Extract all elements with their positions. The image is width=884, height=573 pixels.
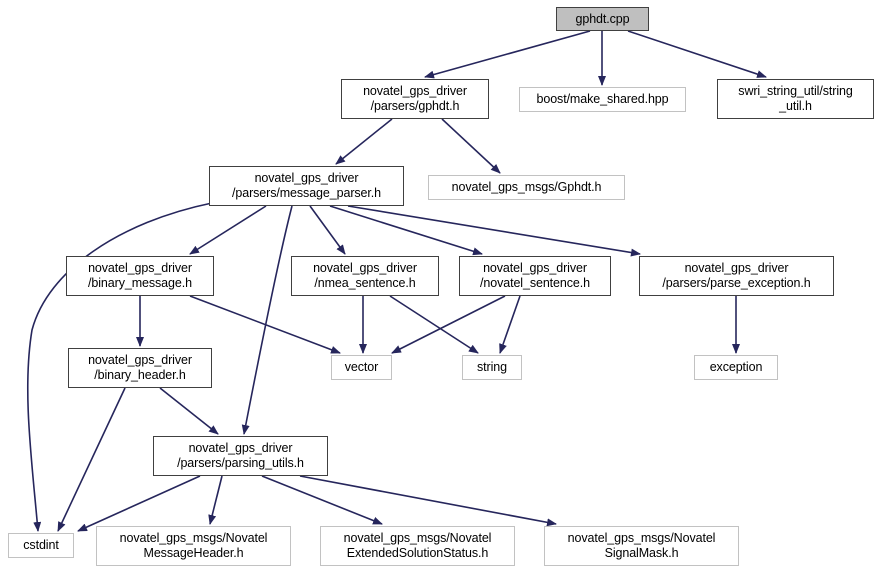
- graph-edge-binary_header-to-cstdint: [57, 387, 126, 532]
- graph-edge-message_parser-to-parsing_utils: [241, 205, 293, 435]
- graph-node-signal_mask[interactable]: novatel_gps_msgs/Novatel SignalMask.h: [544, 526, 739, 566]
- graph-node-label: novatel_gps_driver /parsers/parse_except…: [662, 261, 811, 290]
- graph-node-vector[interactable]: vector: [331, 355, 392, 380]
- graph-node-label: novatel_gps_driver /novatel_sentence.h: [480, 261, 590, 290]
- graph-node-swri_string_util[interactable]: swri_string_util/string _util.h: [717, 79, 874, 119]
- graph-node-label: novatel_gps_msgs/Novatel SignalMask.h: [567, 531, 716, 560]
- graph-node-label: novatel_gps_msgs/Gphdt.h: [451, 180, 602, 194]
- graph-node-binary_message[interactable]: novatel_gps_driver /binary_message.h: [66, 256, 214, 296]
- graph-node-exception[interactable]: exception: [694, 355, 778, 380]
- graph-node-label: novatel_gps_driver /parsers/gphdt.h: [363, 84, 467, 113]
- graph-edge-message_parser-to-nmea_sentence: [309, 205, 346, 255]
- graph-node-label: novatel_gps_msgs/Novatel ExtendedSolutio…: [343, 531, 492, 560]
- graph-node-message_parser[interactable]: novatel_gps_driver /parsers/message_pars…: [209, 166, 404, 206]
- graph-node-label: novatel_gps_driver /nmea_sentence.h: [313, 261, 417, 290]
- graph-edge-parsing_utils-to-msg_header: [208, 475, 223, 525]
- graph-node-binary_header[interactable]: novatel_gps_driver /binary_header.h: [68, 348, 212, 388]
- graph-edge-parsing_utils-to-ext_solution: [261, 475, 383, 525]
- graph-node-label: novatel_gps_driver /binary_header.h: [88, 353, 192, 382]
- graph-node-label: cstdint: [23, 538, 59, 552]
- graph-node-label: novatel_gps_driver /binary_message.h: [88, 261, 192, 290]
- graph-edge-gphdt_cpp-to-swri_string_util: [627, 30, 767, 78]
- graph-edge-message_parser-to-parse_exception: [347, 205, 641, 257]
- graph-node-label: swri_string_util/string _util.h: [738, 84, 853, 113]
- graph-node-label: novatel_gps_driver /parsers/parsing_util…: [177, 441, 304, 470]
- graph-edge-gphdt_h-to-msgs_gphdt: [441, 118, 501, 174]
- graph-node-make_shared[interactable]: boost/make_shared.hpp: [519, 87, 686, 112]
- graph-node-label: gphdt.cpp: [575, 11, 630, 26]
- graph-node-novatel_sentence[interactable]: novatel_gps_driver /novatel_sentence.h: [459, 256, 611, 296]
- graph-edge-nmea_sentence-to-string: [389, 295, 479, 354]
- graph-node-label: string: [477, 360, 507, 374]
- graph-node-nmea_sentence[interactable]: novatel_gps_driver /nmea_sentence.h: [291, 256, 439, 296]
- graph-edge-novatel_sentence-to-string: [499, 295, 521, 354]
- graph-edge-parsing_utils-to-signal_mask: [299, 475, 557, 527]
- graph-node-label: boost/make_shared.hpp: [536, 92, 669, 106]
- graph-node-parsing_utils[interactable]: novatel_gps_driver /parsers/parsing_util…: [153, 436, 328, 476]
- graph-node-string[interactable]: string: [462, 355, 522, 380]
- graph-edge-message_parser-to-novatel_sentence: [329, 205, 483, 256]
- graph-edge-parsing_utils-to-cstdint: [77, 475, 201, 532]
- graph-node-msgs_gphdt[interactable]: novatel_gps_msgs/Gphdt.h: [428, 175, 625, 200]
- graph-node-gphdt_cpp[interactable]: gphdt.cpp: [556, 7, 649, 31]
- graph-edge-message_parser-to-binary_message: [189, 205, 267, 255]
- graph-node-gphdt_h[interactable]: novatel_gps_driver /parsers/gphdt.h: [341, 79, 489, 119]
- graph-edge-novatel_sentence-to-vector: [391, 295, 506, 354]
- graph-edge-gphdt_h-to-message_parser: [335, 118, 393, 165]
- graph-edge-gphdt_cpp-to-gphdt_h: [424, 30, 591, 79]
- graph-node-label: vector: [344, 360, 379, 374]
- graph-node-parse_exception[interactable]: novatel_gps_driver /parsers/parse_except…: [639, 256, 834, 296]
- graph-node-msg_header[interactable]: novatel_gps_msgs/Novatel MessageHeader.h: [96, 526, 291, 566]
- graph-node-label: novatel_gps_msgs/Novatel MessageHeader.h: [119, 531, 268, 560]
- graph-edge-binary_header-to-parsing_utils: [159, 387, 219, 435]
- graph-node-label: novatel_gps_driver /parsers/message_pars…: [232, 171, 381, 200]
- graph-edge-binary_message-to-vector: [189, 295, 341, 354]
- graph-node-cstdint[interactable]: cstdint: [8, 533, 74, 558]
- graph-node-ext_solution[interactable]: novatel_gps_msgs/Novatel ExtendedSolutio…: [320, 526, 515, 566]
- graph-node-label: exception: [709, 360, 763, 374]
